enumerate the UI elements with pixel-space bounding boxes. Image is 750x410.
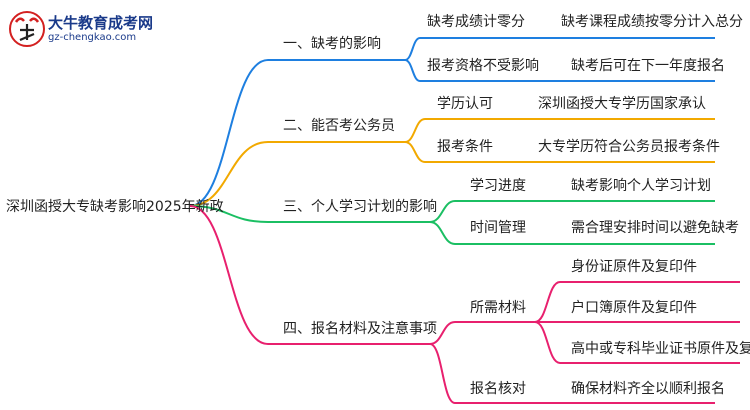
- sub-branch-connector-8: [429, 343, 456, 404]
- site-logo: 大牛教育成考网 gz-chengkao.com: [8, 10, 158, 50]
- branch-4-leaf-1: 身份证原件及复印件: [571, 259, 697, 275]
- branch-1-leaf-2: 缺考后可在下一年度报名: [571, 58, 725, 74]
- branch-4-child-1: 所需材料: [470, 300, 526, 316]
- sub-branch-connector-1: [404, 37, 421, 61]
- sub-branch-connector-6: [429, 221, 456, 245]
- sub-branch-connector-4: [404, 141, 426, 163]
- branch-2-leaf-2: 大专学历符合公务员报考条件: [538, 139, 720, 155]
- branch-4-leaf-3: 高中或专科毕业证书原件及复印件: [571, 341, 750, 357]
- materials-leaf-connector-3: [534, 321, 561, 364]
- branch-3-child-1: 学习进度: [470, 178, 526, 194]
- branch-4-leaf-2: 户口簿原件及复印件: [571, 300, 697, 316]
- branch-1-label: 一、缺考的影响: [283, 36, 381, 52]
- branch-2-child-1: 学历认可: [437, 96, 493, 112]
- branch-2-leaf-1: 深圳函授大专学历国家承认: [538, 96, 706, 112]
- branch-3-leaf-2: 需合理安排时间以避免缺考: [571, 220, 739, 236]
- branch-1-leaf-1: 缺考课程成绩按零分计入总分: [561, 14, 743, 30]
- branch-1-child-1: 缺考成绩计零分: [427, 14, 525, 30]
- branch-3-label: 三、个人学习计划的影响: [283, 199, 437, 215]
- logo-url: gz-chengkao.com: [48, 32, 137, 43]
- branch-4-leaf-4: 确保材料齐全以顺利报名: [571, 381, 725, 397]
- sub-branch-connector-7: [429, 321, 456, 345]
- branch-4-label: 四、报名材料及注意事项: [283, 321, 437, 337]
- materials-leaf-connector-1: [534, 281, 561, 323]
- branch-3-child-2: 时间管理: [470, 220, 526, 236]
- branch-4-child-2: 报名核对: [470, 381, 526, 397]
- branch-4-connector: [189, 205, 269, 345]
- logo-title: 大牛教育成考网: [48, 14, 154, 32]
- sub-branch-connector-3: [404, 118, 426, 143]
- sub-branch-connector-2: [404, 59, 421, 82]
- branch-1-connector: [189, 59, 269, 207]
- branch-3-leaf-1: 缺考影响个人学习计划: [571, 178, 711, 194]
- branch-2-child-2: 报考条件: [437, 139, 493, 155]
- branch-2-label: 二、能否考公务员: [283, 118, 395, 134]
- branch-1-child-2: 报考资格不受影响: [427, 58, 539, 74]
- logo-bull-icon: [9, 11, 45, 47]
- root-topic: 深圳函授大专缺考影响2025年新政: [6, 199, 224, 215]
- branch-3-connector: [189, 205, 269, 223]
- branch-2-connector: [189, 141, 269, 207]
